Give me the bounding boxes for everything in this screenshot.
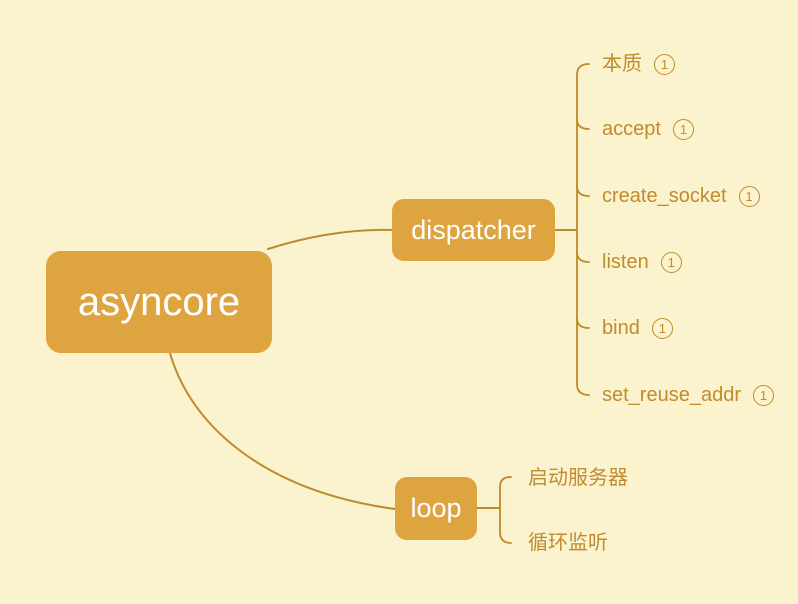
- leaf-topic-set-reuse-addr[interactable]: set_reuse_addr 1: [602, 380, 774, 410]
- dispatcher-bracket-stub-create-socket: [576, 185, 590, 197]
- edge-root-loop: [169, 352, 396, 510]
- numbered-marker-icon[interactable]: 1: [752, 384, 774, 406]
- branch-topic-loop[interactable]: loop: [395, 477, 477, 540]
- leaf-topic-label: create_socket: [602, 185, 727, 207]
- root-topic-asyncore[interactable]: asyncore: [46, 251, 272, 353]
- branch-topic-dispatcher[interactable]: dispatcher: [392, 199, 555, 261]
- branch-topic-label: dispatcher: [411, 214, 536, 245]
- edge-root-dispatcher: [267, 228, 393, 250]
- loop-bracket-spine: [499, 476, 512, 544]
- dispatcher-bracket-stub-bind: [576, 317, 590, 329]
- leaf-topic-bind[interactable]: bind 1: [602, 313, 673, 343]
- branch-topic-label: loop: [410, 493, 462, 523]
- leaf-topic-label: accept: [602, 118, 661, 140]
- leaf-topic-label: 本质: [602, 53, 642, 75]
- leaf-topic-label: set_reuse_addr: [602, 384, 741, 406]
- leaf-topic-listen[interactable]: listen 1: [602, 247, 682, 277]
- root-topic-label: asyncore: [77, 279, 241, 324]
- numbered-marker-icon[interactable]: 1: [660, 251, 682, 273]
- leaf-topic-label: listen: [602, 251, 649, 273]
- leaf-topic-label: 循环监听: [528, 532, 608, 554]
- numbered-marker-icon[interactable]: 1: [654, 53, 675, 75]
- numbered-marker-icon[interactable]: 1: [738, 185, 760, 207]
- leaf-topic-label: 启动服务器: [528, 467, 628, 489]
- dispatcher-bracket-stub-accept: [576, 118, 590, 130]
- leaf-topic-label: bind: [602, 317, 640, 339]
- leaf-topic-loop-listen[interactable]: 循环监听: [528, 528, 608, 558]
- leaf-topic-benzhi[interactable]: 本质 1: [602, 49, 675, 79]
- leaf-topic-accept[interactable]: accept 1: [602, 114, 694, 144]
- leaf-topic-start-server[interactable]: 启动服务器: [528, 463, 628, 493]
- dispatcher-bracket-spine: [576, 63, 590, 396]
- dispatcher-bracket-stub-listen: [576, 251, 590, 263]
- numbered-marker-icon[interactable]: 1: [651, 317, 673, 339]
- leaf-topic-create-socket[interactable]: create_socket 1: [602, 181, 760, 211]
- numbered-marker-icon[interactable]: 1: [672, 118, 694, 140]
